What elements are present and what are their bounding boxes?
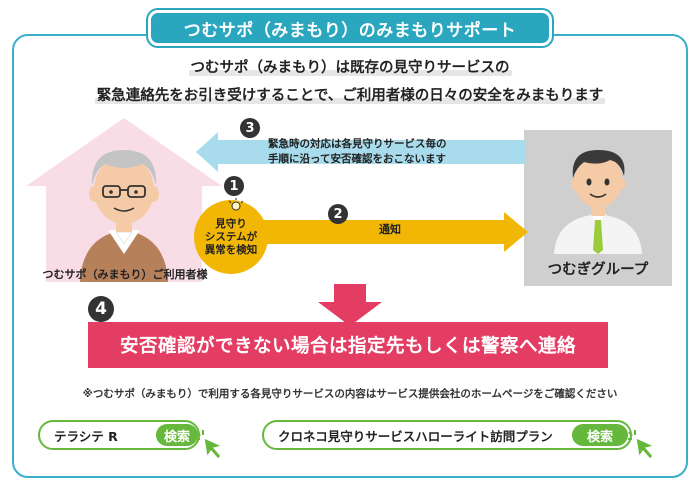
user-label: つむサポ（みまもり）ご利用者様 — [42, 268, 208, 281]
group-box — [524, 130, 672, 286]
search-label: クロネコ見守りサービスハローライト訪問プラン — [278, 428, 553, 444]
step-1-text: 見守り システムが 異常を検知 — [204, 217, 258, 256]
search-button[interactable]: 検索 — [572, 424, 628, 446]
staff-illustration — [554, 150, 642, 254]
step-3-number: 3 — [240, 118, 260, 138]
lightbulb-icon — [226, 197, 246, 216]
elderly-user-illustration — [80, 150, 168, 282]
step-2-number: 2 — [328, 204, 348, 224]
notify-arrow — [250, 210, 530, 258]
intro-line-1: つむサポ（みまもり）は既存の見守りサービスの — [188, 60, 512, 76]
intro-line-2: 緊急連絡先をお引き受けすることで、ご利用者様の日々の安全をみまもります — [94, 88, 606, 104]
search-label: テラシテ R — [54, 428, 118, 444]
service-note: ※つむサポ（みまもり）で利用する各見守りサービスの内容はサービス提供会社のホーム… — [82, 388, 618, 400]
step-3-text: 緊急時の対応は各見守りサービス毎の 手順に沿って安否確認をおこないます — [268, 138, 447, 165]
detection-circle: 見守り システムが 異常を検知 — [194, 200, 268, 274]
step-2-text: 通知 — [379, 223, 401, 236]
group-label: つむぎグループ — [547, 262, 649, 278]
cursor-icon — [196, 430, 226, 464]
step-4-number: 4 — [88, 296, 114, 322]
search-box-kuroneko[interactable]: クロネコ見守りサービスハローライト訪問プラン 検索 — [262, 420, 632, 450]
step-4-alert: 安否確認ができない場合は指定先もしくは警察へ連絡 — [88, 322, 608, 368]
page-title: つむサポ（みまもり）のみまもりサポート — [148, 10, 552, 46]
search-box-terashite[interactable]: テラシテ R 検索 — [38, 420, 200, 450]
response-arrow — [196, 130, 526, 178]
down-arrow-icon — [318, 284, 382, 330]
cursor-icon — [628, 430, 658, 464]
search-button[interactable]: 検索 — [156, 424, 198, 446]
step-1-number: 1 — [224, 176, 244, 196]
user-house — [24, 116, 224, 284]
